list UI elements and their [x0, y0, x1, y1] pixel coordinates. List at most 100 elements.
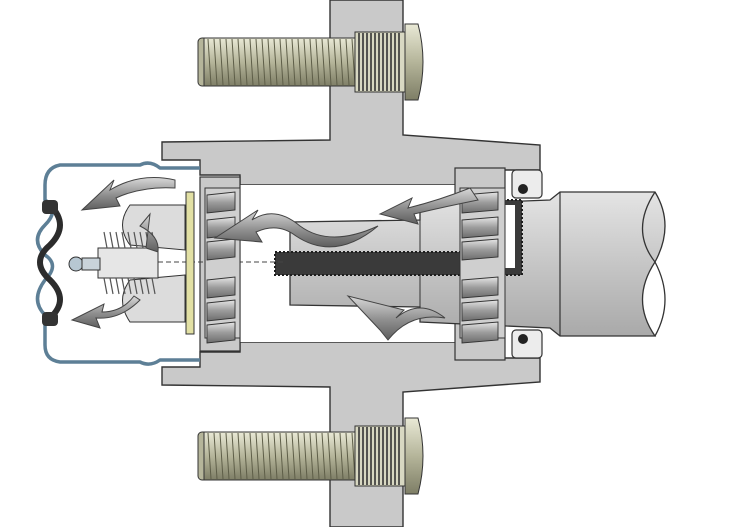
stud-head	[404, 417, 424, 495]
inner-tapered-roller-bearing	[459, 187, 506, 344]
stud-thread	[303, 38, 308, 86]
stud-thread	[213, 432, 218, 480]
fitting-thread	[115, 231, 120, 249]
bearing-roller	[206, 191, 236, 214]
stud-thread	[231, 38, 236, 86]
grease-flow-arrows	[70, 177, 479, 341]
fitting-hex	[97, 247, 159, 279]
stud-thread	[285, 432, 290, 480]
stud-thread	[237, 38, 242, 86]
bearing-roller	[461, 276, 499, 299]
flow-arrow	[70, 295, 141, 329]
seal-spring-bottom	[518, 334, 528, 344]
fitting-thread	[121, 231, 126, 249]
fitting-thread	[103, 277, 108, 295]
stud-thread	[225, 38, 230, 86]
stud-thread	[327, 432, 332, 480]
stud-thread	[315, 432, 320, 480]
outer-tapered-roller-bearing	[204, 187, 241, 344]
stud-thread	[243, 38, 248, 86]
thrust-washer	[185, 191, 195, 335]
cap-clip-top	[42, 200, 58, 214]
bearing-roller	[206, 299, 236, 322]
fitting-thread	[109, 277, 114, 295]
fitting-thread	[127, 231, 132, 249]
fitting-thread	[133, 231, 138, 249]
grease-channel-liner	[505, 205, 515, 268]
stud-thread	[267, 38, 272, 86]
stud-thread	[327, 38, 332, 86]
stud-thread	[207, 38, 212, 86]
fitting-thread	[121, 277, 126, 295]
fitting-thread	[127, 277, 132, 295]
flow-arrow	[346, 295, 446, 341]
flow-arrow	[139, 212, 159, 253]
stud-thread	[261, 432, 266, 480]
seal-bottom	[511, 329, 543, 359]
stud-thread	[321, 432, 326, 480]
fitting-thread	[133, 277, 138, 295]
stud-thread	[219, 432, 224, 480]
stud-thread	[285, 38, 290, 86]
stud-thread	[231, 432, 236, 480]
stud-thread	[333, 432, 338, 480]
stud-thread	[345, 38, 350, 86]
stud-thread	[309, 432, 314, 480]
fitting-thread	[151, 277, 156, 295]
fitting-nipple	[68, 256, 84, 272]
stud-thread	[291, 432, 296, 480]
dust-cap-bellows	[37, 202, 63, 321]
stud-thread	[249, 38, 254, 86]
wheel-stud-bottom	[197, 417, 424, 495]
stud-thread	[333, 38, 338, 86]
cap-clip-bottom	[42, 312, 58, 326]
bearing-roller	[461, 299, 499, 322]
stud-thread	[225, 432, 230, 480]
stud-thread	[339, 432, 344, 480]
fitting-thread	[139, 231, 144, 249]
stud-thread	[249, 432, 254, 480]
stud-thread	[243, 432, 248, 480]
flow-arrow	[213, 209, 379, 248]
stud-thread	[255, 432, 260, 480]
bearing-roller	[206, 321, 236, 344]
dust-cap	[35, 161, 200, 366]
fitting-thread	[115, 277, 120, 295]
flow-arrow	[80, 177, 176, 211]
fitting-thread	[139, 277, 144, 295]
stud-thread	[279, 432, 284, 480]
fitting-thread	[145, 277, 150, 295]
stud-thread	[255, 38, 260, 86]
stud-thread	[237, 432, 242, 480]
stud-thread	[321, 38, 326, 86]
castle-nut	[122, 204, 186, 323]
stud-thread	[273, 38, 278, 86]
stud-thread	[267, 432, 272, 480]
spindle-end-cut	[642, 191, 666, 337]
stud-thread	[207, 432, 212, 480]
seal-top	[511, 169, 543, 199]
wheel-stud-top	[197, 23, 424, 101]
stud-thread	[315, 38, 320, 86]
stud-thread	[339, 38, 344, 86]
bearing-roller	[461, 321, 499, 344]
bearing-roller	[461, 216, 499, 239]
stud-head	[404, 23, 424, 101]
bearing-roller	[461, 238, 499, 261]
grease-seal	[511, 169, 543, 359]
stud-thread	[297, 38, 302, 86]
bearing-roller	[206, 238, 236, 261]
stud-thread	[213, 38, 218, 86]
stud-thread	[291, 38, 296, 86]
stud-thread	[273, 432, 278, 480]
bearing-roller	[206, 276, 236, 299]
stud-thread	[309, 38, 314, 86]
nut-body-lower	[122, 274, 186, 323]
fitting-thread	[109, 231, 114, 249]
stud-thread	[297, 432, 302, 480]
flow-arrow	[378, 187, 479, 225]
hub-body	[161, 0, 541, 186]
stud-thread	[303, 432, 308, 480]
